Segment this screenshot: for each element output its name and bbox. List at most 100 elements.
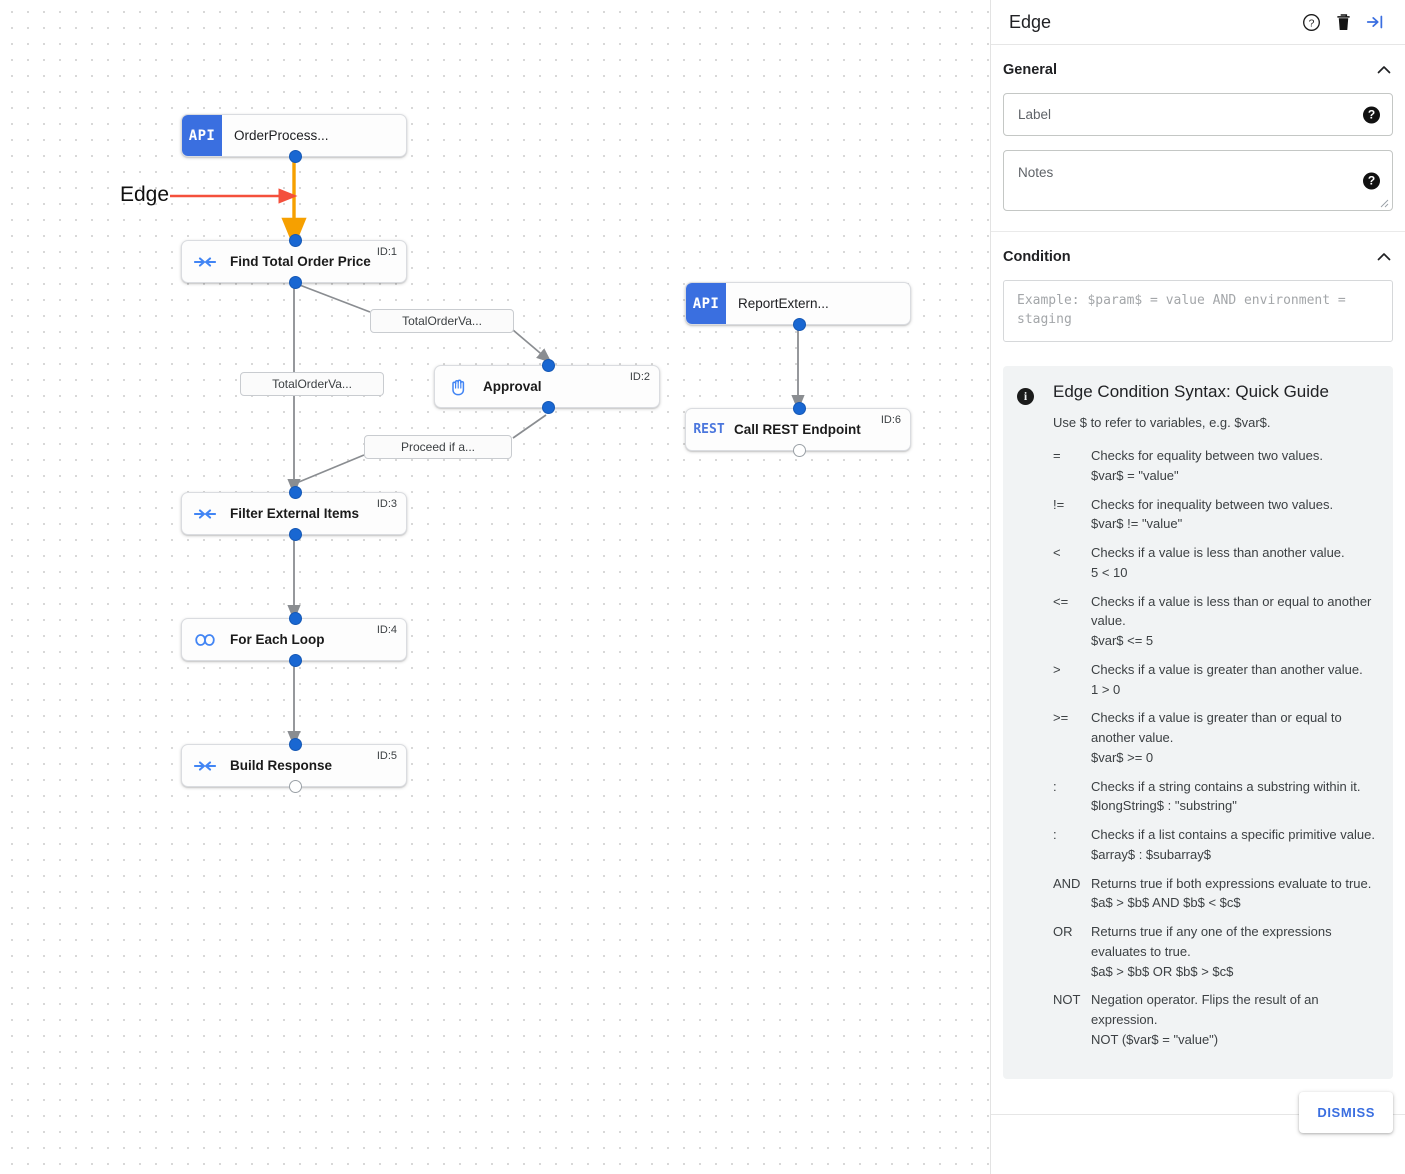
guide-operator-row: NOT Negation operator. Flips the result o… xyxy=(1053,990,1375,1049)
guide-operator-description: Checks if a value is less than or equal … xyxy=(1091,592,1375,651)
guide-operator-text: Checks for inequality between two values… xyxy=(1091,496,1334,512)
node-output-port[interactable] xyxy=(542,401,555,414)
node-output-port[interactable] xyxy=(289,528,302,541)
api-badge-icon: API xyxy=(686,283,726,324)
guide-operator-symbol: : xyxy=(1053,778,1057,794)
annotation-edge-label: Edge xyxy=(120,183,170,206)
infinity-icon xyxy=(182,633,228,647)
node-output-port[interactable] xyxy=(289,276,302,289)
guide-operator-row: <=Checks if a value is less than or equa… xyxy=(1053,592,1375,651)
node-order-process[interactable]: API OrderProcess... xyxy=(181,114,407,163)
node-title: Find Total Order Price xyxy=(230,254,371,269)
section-title: General xyxy=(1003,62,1057,78)
guide-operator-row: > Checks if a value is greater than anoth… xyxy=(1053,660,1375,700)
guide-operator-example: $var$ <= 5 xyxy=(1091,633,1154,648)
node-id-label: ID:3 xyxy=(376,498,397,510)
label-field-wrap: ? xyxy=(1003,93,1393,136)
condition-input[interactable]: Example: $param$ = value AND environment… xyxy=(1003,280,1393,342)
node-title: Approval xyxy=(483,379,542,394)
guide-operator-symbol: >= xyxy=(1053,710,1069,726)
edge-label[interactable]: Proceed if a... xyxy=(364,435,512,459)
node-report-external[interactable]: API ReportExtern... xyxy=(685,282,911,331)
edge-label[interactable]: TotalOrderVa... xyxy=(240,372,384,396)
node-id-label: ID:2 xyxy=(629,371,650,383)
chevron-up-icon[interactable] xyxy=(1375,61,1393,79)
guide-operator-example: $var$ >= 0 xyxy=(1091,749,1154,765)
guide-operator-example: 1 > 0 xyxy=(1091,681,1121,697)
node-filter-external-items[interactable]: Filter External Items ID:3 xyxy=(181,486,407,541)
flow-canvas[interactable]: Edge API OrderProcess... Find Total Orde… xyxy=(0,0,990,1174)
guide-operator-row: :Checks if a list contains a specific pr… xyxy=(1053,825,1375,865)
node-input-port[interactable] xyxy=(289,738,302,751)
node-input-port[interactable] xyxy=(542,359,555,372)
guide-operator-description: Checks for inequality between two values… xyxy=(1091,495,1375,535)
guide-operator-row: != Checks for inequality between two valu… xyxy=(1053,495,1375,535)
guide-operator-symbol: NOT xyxy=(1053,992,1081,1008)
node-for-each-loop[interactable]: For Each Loop ID:4 xyxy=(181,612,407,667)
chevron-up-icon[interactable] xyxy=(1375,248,1393,266)
help-icon[interactable]: ? xyxy=(1295,6,1327,38)
node-title: Filter External Items xyxy=(230,506,360,521)
guide-operator-text: Returns true if both expressions evaluat… xyxy=(1091,875,1372,891)
svg-text:?: ? xyxy=(1308,18,1314,29)
guide-operator-description: Checks if a list contains a specific pri… xyxy=(1091,825,1375,865)
label-help-icon[interactable]: ? xyxy=(1363,106,1380,123)
api-badge-icon: API xyxy=(182,115,222,156)
guide-operator-row: =Checks for equality between two values.… xyxy=(1053,446,1375,486)
node-id-label: ID:6 xyxy=(880,414,901,426)
section-title: Condition xyxy=(1003,249,1071,265)
collapse-panel-icon[interactable] xyxy=(1359,6,1391,38)
edge-label[interactable]: TotalOrderVa... xyxy=(370,309,514,333)
node-output-port[interactable] xyxy=(289,780,302,793)
guide-operator-description: Negation operator. Flips the result of a… xyxy=(1091,990,1375,1049)
guide-operator-description: Checks if a value is less than another v… xyxy=(1091,543,1375,583)
guide-operator-text: Checks if a value is greater than or equ… xyxy=(1091,710,1342,745)
node-title: OrderProcess... xyxy=(234,128,329,143)
merge-arrows-icon xyxy=(182,254,228,270)
panel-body: General ? ? xyxy=(991,45,1405,1114)
node-input-port[interactable] xyxy=(289,486,302,499)
node-title: ReportExtern... xyxy=(738,296,829,311)
node-find-total-order-price[interactable]: Find Total Order Price ID:1 xyxy=(181,234,407,289)
guide-operator-description: Checks if a string contains a substring … xyxy=(1091,777,1375,817)
delete-icon[interactable] xyxy=(1327,6,1359,38)
guide-operator-example: $array$ : $subarray$ xyxy=(1091,846,1211,862)
guide-subtitle: Use $ to refer to variables, e.g. $var$. xyxy=(1053,415,1271,430)
guide-operator-example: $a$ > $b$ AND $b$ < $c$ xyxy=(1091,895,1241,911)
node-id-label: ID:1 xyxy=(376,246,397,258)
node-build-response[interactable]: Build Response ID:5 xyxy=(181,738,407,793)
node-input-port[interactable] xyxy=(289,612,302,625)
section-condition-header[interactable]: Condition xyxy=(1003,248,1393,280)
panel-title: Edge xyxy=(1009,11,1052,32)
guide-operator-symbol: AND xyxy=(1053,875,1081,891)
guide-operator-symbol: > xyxy=(1053,661,1061,677)
node-output-port[interactable] xyxy=(793,444,806,457)
guide-operator-text: Negation operator. Flips the result of a… xyxy=(1091,992,1319,1027)
guide-operator-symbol: != xyxy=(1053,496,1065,512)
section-general-header[interactable]: General xyxy=(1003,61,1393,93)
notes-input[interactable] xyxy=(1004,151,1392,205)
guide-operator-description: Checks if a value is greater than anothe… xyxy=(1091,660,1375,700)
node-input-port[interactable] xyxy=(289,234,302,247)
guide-title: Edge Condition Syntax: Quick Guide xyxy=(1053,382,1329,401)
node-output-port[interactable] xyxy=(793,318,806,331)
node-approval[interactable]: Approval ID:2 xyxy=(434,359,660,414)
dismiss-button[interactable]: DISMISS xyxy=(1299,1092,1393,1133)
guide-operator-text: Checks for equality between two values. xyxy=(1091,448,1323,463)
info-icon: i xyxy=(1017,388,1034,405)
node-call-rest-endpoint[interactable]: REST Call REST Endpoint ID:6 xyxy=(685,402,911,457)
label-input[interactable] xyxy=(1004,94,1392,135)
node-title: For Each Loop xyxy=(230,632,325,647)
node-output-port[interactable] xyxy=(289,654,302,667)
guide-operator-description: Returns true if both expressions evaluat… xyxy=(1091,874,1375,914)
node-output-port[interactable] xyxy=(289,150,302,163)
guide-operator-description: Returns true if any one of the expressio… xyxy=(1091,922,1375,981)
node-input-port[interactable] xyxy=(793,402,806,415)
merge-arrows-icon xyxy=(182,758,228,774)
notes-help-icon[interactable]: ? xyxy=(1363,172,1380,189)
guide-operator-example: $var$ = "value" xyxy=(1091,467,1179,483)
merge-arrows-icon xyxy=(182,506,228,522)
panel-header: Edge ? xyxy=(991,0,1405,45)
guide-operator-list: =Checks for equality between two values.… xyxy=(1053,446,1375,1050)
guide-operator-text: Checks if a value is less than another v… xyxy=(1091,545,1345,560)
